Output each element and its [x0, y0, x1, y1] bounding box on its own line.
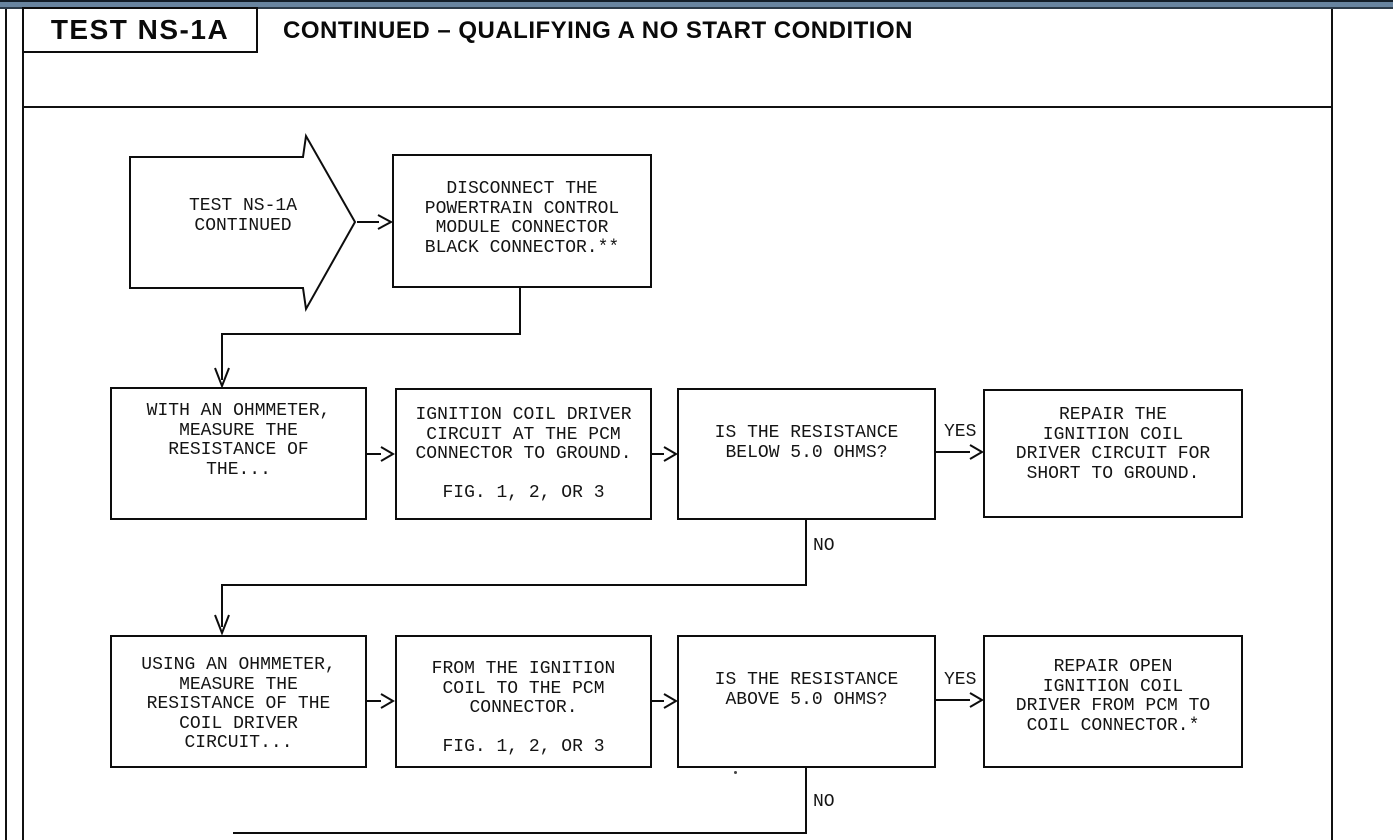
scan-speck [734, 771, 737, 774]
flow-box-measure-resistance-1: WITH AN OHMMETER, MEASURE THE RESISTANCE… [110, 387, 367, 520]
edge-question2-yes-repair2 [936, 692, 984, 708]
edge-disconnect-to-measure1 [214, 288, 521, 389]
start-arrow-shape [129, 132, 357, 313]
flow-box-coil-to-pcm-connector: FROM THE IGNITION COIL TO THE PCM CONNEC… [395, 635, 652, 768]
edge-circuit2-to-question2 [652, 693, 678, 709]
flow-box-repair-short-to-ground: REPAIR THE IGNITION COIL DRIVER CIRCUIT … [983, 389, 1243, 518]
flow-box-disconnect-pcm: DISCONNECT THE POWERTRAIN CONTROL MODULE… [392, 154, 652, 288]
test-id-box: TEST NS-1A [22, 7, 258, 53]
flow-box-coil-driver-circuit-ground: IGNITION COIL DRIVER CIRCUIT AT THE PCM … [395, 388, 652, 520]
test-id-text: TEST NS-1A [50, 14, 230, 45]
scan-top-bar [0, 0, 1393, 9]
edge-question1-yes-repair1 [936, 444, 984, 460]
flow-box-question-below-5-ohms: IS THE RESISTANCE BELOW 5.0 OHMS? [677, 388, 936, 520]
branch-label-yes-1: YES [944, 422, 977, 442]
frame-border-right [1331, 9, 1333, 840]
edge-measure2-to-circuit2 [367, 693, 395, 709]
page-title: CONTINUED – QUALIFYING A NO START CONDIT… [283, 17, 913, 44]
branch-label-yes-2: YES [944, 670, 977, 690]
edge-start-to-disconnect [357, 214, 394, 230]
flow-box-repair-open-driver: REPAIR OPEN IGNITION COIL DRIVER FROM PC… [983, 635, 1243, 768]
edge-question1-no-measure2 [214, 520, 807, 636]
flow-box-question-above-5-ohms: IS THE RESISTANCE ABOVE 5.0 OHMS? [677, 635, 936, 768]
edge-question2-no-continues [233, 768, 807, 834]
header-separator-line [22, 106, 1333, 108]
edge-measure1-to-circuit1 [367, 446, 395, 462]
branch-label-no-1: NO [813, 536, 835, 556]
edge-circuit1-to-question1 [652, 446, 678, 462]
flow-box-measure-resistance-2: USING AN OHMMETER, MEASURE THE RESISTANC… [110, 635, 367, 768]
frame-border-left [22, 9, 24, 840]
start-shape-label: TEST NS-1A CONTINUED [188, 196, 298, 236]
branch-label-no-2: NO [813, 792, 835, 812]
page-edge-line-left [5, 9, 7, 840]
